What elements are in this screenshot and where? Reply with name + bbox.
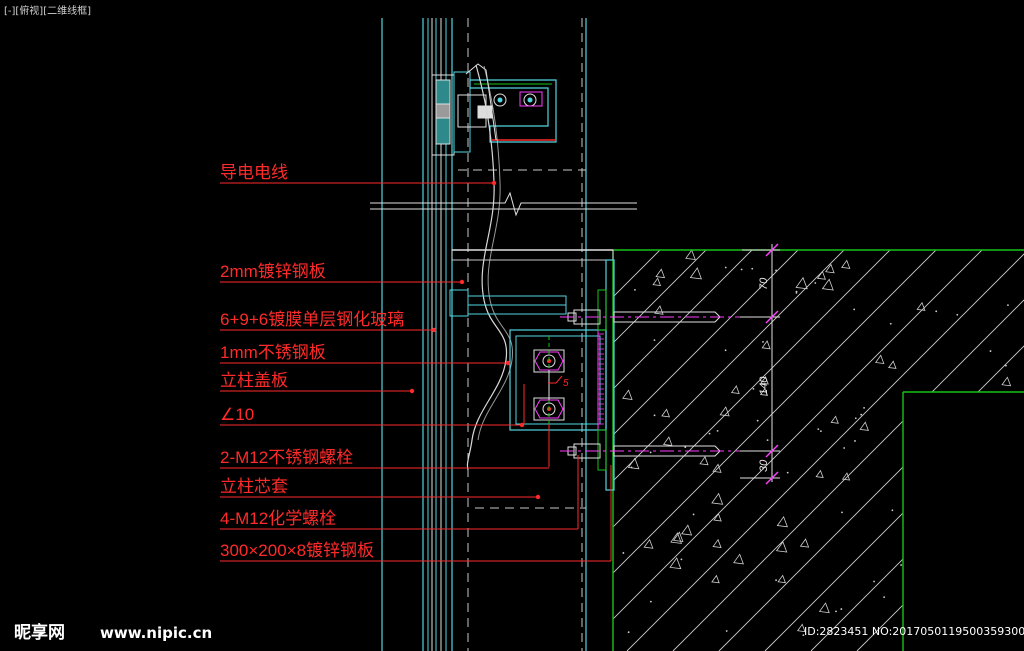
label-tempered-glass[interactable]: 6+9+6镀膜单层钢化玻璃 (220, 310, 437, 333)
weld-ticks (598, 333, 604, 425)
label-mullion-sleeve[interactable]: 立柱芯套 (220, 477, 541, 500)
label-m12-stainless-bolts[interactable]: 2-M12不锈钢螺栓 (220, 448, 549, 469)
label-weld-angle[interactable]: ∠10 (220, 405, 525, 428)
label-2mm-galvanized-plate[interactable]: 2mm镀锌钢板 (220, 262, 465, 285)
dimension-top: 70 (758, 277, 770, 290)
annotations: 导电电线 2mm镀锌钢板 6+9+6镀膜单层钢化玻璃 1mm不锈钢板 立柱盖板 (220, 163, 611, 562)
svg-text:2-M12不锈钢螺栓: 2-M12不锈钢螺栓 (220, 448, 353, 467)
svg-text:1mm不锈钢板: 1mm不锈钢板 (220, 343, 326, 362)
watermark-id: ID:2823451 NO:20170501195003593000 (804, 625, 1024, 638)
label-conductive-wire[interactable]: 导电电线 (220, 163, 497, 186)
svg-text:立柱芯套: 立柱芯套 (220, 477, 288, 496)
top-clamp-assembly (431, 63, 557, 156)
watermark-logo: 昵享网 (14, 622, 65, 643)
viewport-label[interactable]: [-][俯视][二维线框] (4, 4, 91, 17)
svg-text:立柱盖板: 立柱盖板 (220, 371, 288, 390)
label-embedded-steel-plate[interactable]: 300×200×8镀锌钢板 (220, 541, 611, 562)
dimension-middle: 140 (758, 376, 770, 395)
svg-text:300×200×8镀锌钢板: 300×200×8镀锌钢板 (220, 541, 374, 560)
svg-text:4-M12化学螺栓: 4-M12化学螺栓 (220, 509, 336, 528)
hidden-lines (458, 169, 586, 509)
conductive-wire (466, 64, 508, 471)
label-1mm-stainless-plate[interactable]: 1mm不锈钢板 (220, 343, 511, 366)
svg-text:2mm镀锌钢板: 2mm镀锌钢板 (220, 262, 326, 281)
svg-text:∠10: ∠10 (220, 405, 254, 424)
svg-text:6+9+6镀膜单层钢化玻璃: 6+9+6镀膜单层钢化玻璃 (220, 310, 404, 329)
steel-bracket-assembly: 5 (449, 249, 780, 561)
watermark-url: www.nipic.cn (100, 624, 212, 642)
watermark: 昵享网 www.nipic.cn ID:2823451 NO:201705011… (14, 622, 1024, 643)
concrete-structure (612, 249, 1024, 651)
dimension-chain: 70 140 30 (740, 243, 780, 485)
label-m12-chemical-bolts[interactable]: 4-M12化学螺栓 (220, 509, 578, 530)
break-line (370, 191, 637, 217)
svg-text:导电电线: 导电电线 (220, 163, 288, 182)
weld-size-mark: 5 (563, 378, 569, 389)
label-mullion-cover-plate[interactable]: 立柱盖板 (220, 371, 415, 394)
dimension-bottom: 30 (758, 459, 770, 472)
